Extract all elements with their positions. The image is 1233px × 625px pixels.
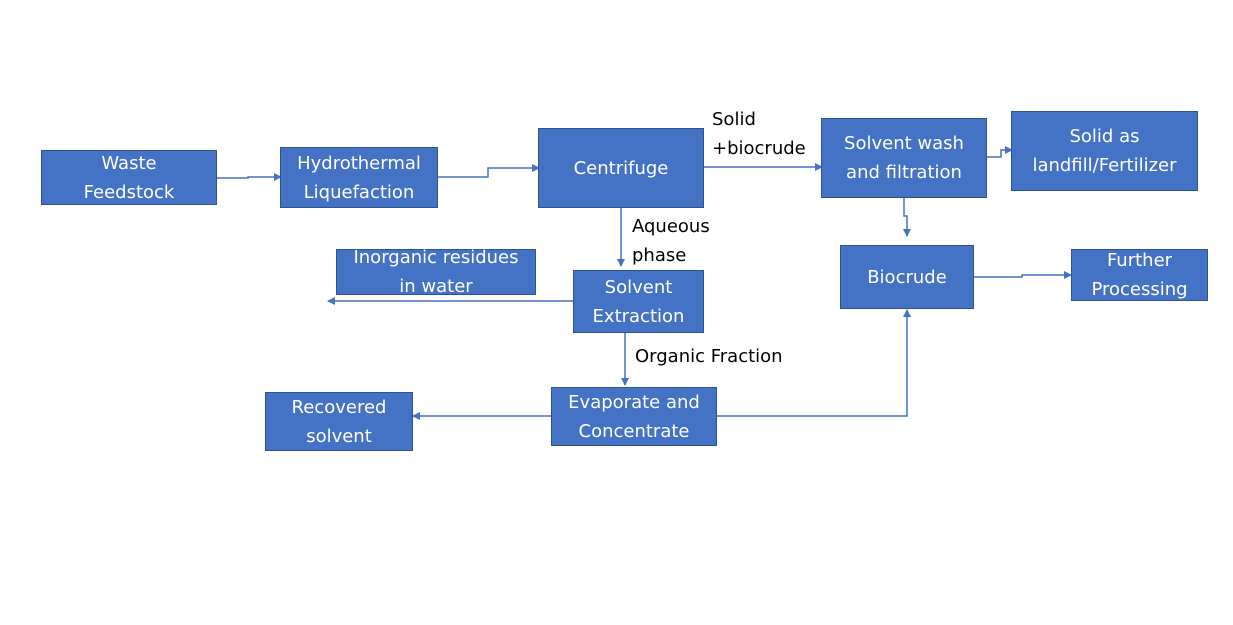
node-label: Waste Feedstock [83,152,175,203]
node-solvent-extraction: Solvent Extraction [573,270,704,333]
node-biocrude: Biocrude [840,245,974,309]
edge-label-solid-biocrude: Solid +biocrude [712,109,806,159]
node-solvent-wash-filtration: Solvent wash and filtration [821,118,987,198]
arrow-htl-to-centrifuge [437,164,540,178]
arrow-biocrude-to-further [973,271,1072,279]
node-hydrothermal-liquefaction: Hydrothermal Liquefaction [280,147,438,208]
node-label: Hydrothermal Liquefaction [297,152,421,203]
node-label: Recovered solvent [291,396,387,447]
node-solid-landfill-fertilizer: Solid as landfill/Fertilizer [1011,111,1198,191]
edge-label-aqueous-phase: Aqueous phase [632,216,710,266]
node-label: Evaporate and Concentrate [568,391,700,442]
arrow-waste-to-htl [216,173,282,181]
node-further-processing: Further Processing [1071,249,1208,301]
node-label: Solid as landfill/Fertilizer [1032,126,1177,176]
node-label: Centrifuge [573,157,669,179]
arrow-evaporate-to-biocrude [716,309,911,417]
node-centrifuge: Centrifuge [538,128,704,208]
node-label: Inorganic residues in water [353,247,519,297]
edge-label-organic-fraction: Organic Fraction [635,346,783,367]
node-label: Biocrude [867,266,947,288]
node-recovered-solvent: Recovered solvent [265,392,413,451]
node-label: Further Processing [1091,250,1188,300]
node-label: Solvent Extraction [592,276,685,327]
arrow-solvent-wash-to-biocrude [903,197,911,237]
node-waste-feedstock: Waste Feedstock [41,150,217,205]
node-label: Solvent wash and filtration [844,133,964,183]
node-evaporate-concentrate: Evaporate and Concentrate [551,387,717,446]
node-inorganic-residues: Inorganic residues in water [336,247,536,297]
arrow-solvent-wash-to-solid [986,146,1013,158]
